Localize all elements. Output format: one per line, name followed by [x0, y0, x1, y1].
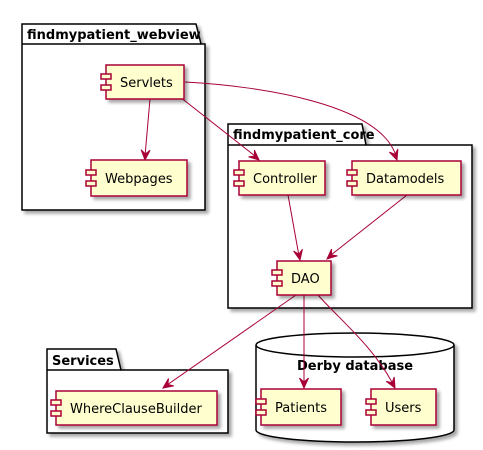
dependency-dao-whereclausebuilder: [166, 294, 297, 386]
dependency-servlets-webpages: [144, 98, 151, 157]
component-box: [105, 64, 185, 100]
component-patients: Patients: [255, 388, 342, 426]
arrowhead-controller-dao: [293, 249, 303, 262]
dependency-dao-users: [317, 294, 394, 385]
database-title: Derby database: [297, 359, 413, 374]
dependency-controller-dao: [287, 194, 300, 257]
component-controller: Controller: [233, 160, 326, 196]
component-dao: DAO: [271, 260, 332, 296]
package-findmypatient-core: [227, 123, 473, 309]
component-box: [260, 388, 342, 426]
component-label-patients: Patients: [275, 401, 327, 416]
component-icon: [365, 398, 377, 416]
component-icon: [100, 73, 112, 91]
component-icon: [271, 269, 283, 287]
component-label-dao: DAO: [291, 272, 320, 287]
component-users: Users: [365, 388, 437, 426]
dependency-servlets-controller: [179, 96, 256, 157]
component-datamodels: Datamodels: [346, 160, 462, 196]
arrowhead-servlets-datamodels: [389, 148, 399, 162]
component-label-controller: Controller: [253, 172, 318, 187]
dependency-arrows: [140, 81, 408, 390]
arrowhead-servlets-webpages: [140, 149, 151, 162]
component-box: [276, 260, 332, 296]
component-icon: [346, 169, 358, 187]
arrowhead-dao-patients: [299, 377, 309, 390]
component-icon: [233, 169, 245, 187]
component-label-users: Users: [385, 401, 422, 416]
package-title-core: findmypatient_core: [233, 128, 375, 143]
component-icon: [85, 169, 97, 187]
component-box: [238, 160, 326, 196]
component-box: [90, 159, 188, 197]
dependency-servlets-datamodels: [184, 81, 397, 157]
component-label-webpages: Webpages: [105, 172, 173, 187]
component-box: [55, 390, 218, 426]
package-title-webview: findmypatient_webview: [27, 28, 201, 43]
dependency-datamodels-dao: [330, 194, 408, 256]
component-servlets: Servlets: [100, 64, 185, 100]
component-icon: [255, 398, 267, 416]
arrowhead-datamodels-dao: [326, 248, 338, 260]
arrowhead-servlets-controller: [248, 149, 260, 161]
component-label-whereclausebuilder: WhereClauseBuilder: [70, 402, 202, 417]
component-icon: [50, 399, 62, 417]
arrowhead-dao-whereclausebuilder: [162, 378, 174, 389]
component-whereclausebuilder: WhereClauseBuilder: [50, 390, 218, 426]
component-webpages: Webpages: [85, 159, 188, 197]
database-rim: [255, 344, 455, 358]
component-label-datamodels: Datamodels: [366, 172, 445, 187]
package-frame: [227, 123, 473, 309]
component-box: [370, 388, 437, 426]
package-title-services: Services: [52, 354, 114, 369]
component-box: [351, 160, 462, 196]
component-label-servlets: Servlets: [120, 76, 173, 91]
arrowhead-dao-users: [385, 376, 396, 390]
